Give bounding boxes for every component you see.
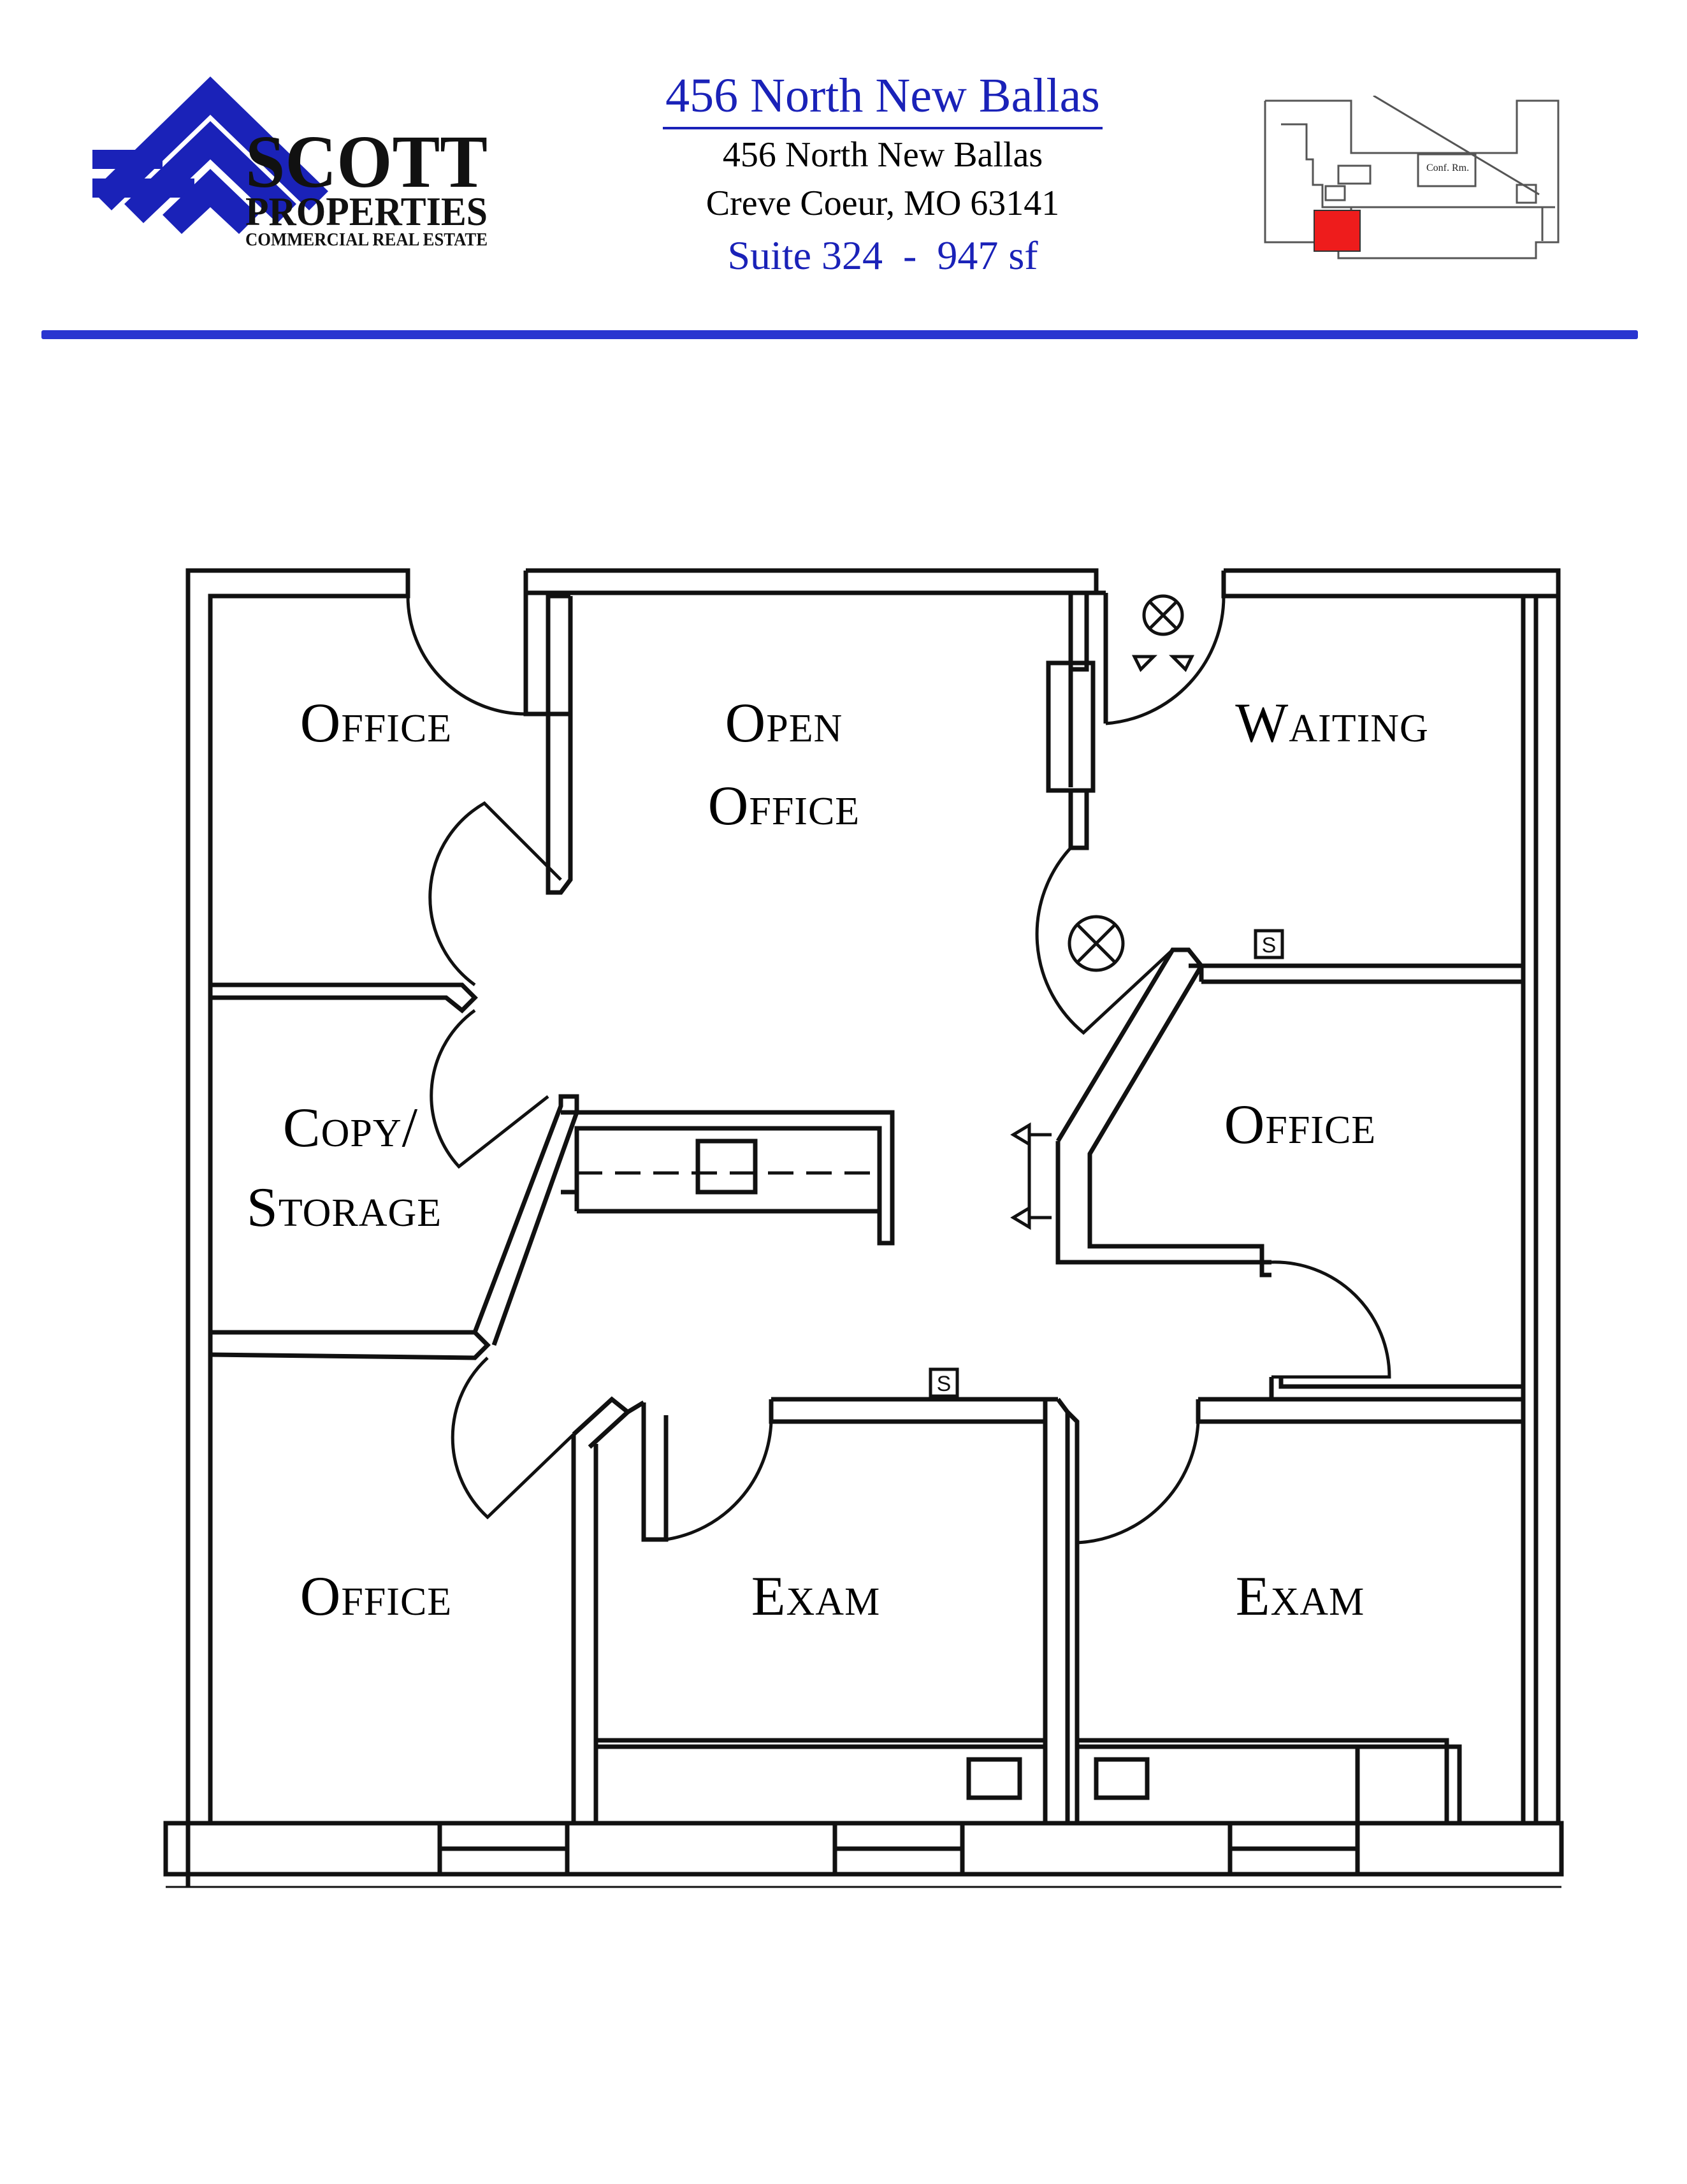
switch-lower <box>929 1367 959 1398</box>
room-label-copy-1: Copy/ <box>282 1097 419 1159</box>
scott-properties-logo: SCOTT PROPERTIES COMMERCIAL REAL ESTATE <box>92 76 488 250</box>
exam-1-counter <box>593 1738 1048 1826</box>
room-label-copy-2: Storage <box>246 1177 442 1239</box>
keyplan-conf-label: Conf. Rm. <box>1426 163 1469 173</box>
room-label-office-bl: Office <box>300 1566 453 1627</box>
wall-exam-divider <box>1043 1397 1070 1826</box>
door-office-tl <box>406 595 526 716</box>
exit-light-icon <box>1142 594 1184 636</box>
door-office-bl <box>451 1357 575 1520</box>
door-exam-2 <box>1076 1421 1200 1545</box>
key-plan: Conf. Rm. <box>1264 96 1560 259</box>
wall-office-tl <box>523 593 573 895</box>
counter <box>561 1110 895 1246</box>
wall-diagonal-left <box>472 1094 579 1346</box>
exam-2-cabinet <box>1355 1744 1462 1826</box>
exam-2-sink <box>1094 1757 1150 1800</box>
speaker-right-icon <box>1168 655 1195 673</box>
wall-office-r <box>1055 947 1271 1278</box>
outlet-upper-icon <box>1010 1122 1031 1147</box>
door-open-office-left <box>428 801 562 987</box>
door-exam-1 <box>665 1421 773 1541</box>
outer-wall-top-right <box>1221 568 1561 599</box>
switch-upper <box>1254 929 1284 959</box>
wall-exam-1 <box>571 1434 598 1826</box>
door-office-r <box>1271 1260 1391 1379</box>
room-label-open-office-2: Office <box>707 775 860 837</box>
room-label-office-tl: Office <box>300 692 453 754</box>
room-label-exam-2: Exam <box>1235 1566 1365 1627</box>
room-label-waiting: Waiting <box>1235 692 1429 754</box>
door-waiting-entry <box>1105 595 1226 725</box>
wall-diagonal-lower <box>572 1396 632 1449</box>
header: 456 North New Ballas 456 North New Balla… <box>548 67 1217 281</box>
street-address: 456 North New Ballas <box>722 135 1043 175</box>
logo-word-properties: PROPERTIES <box>245 189 488 234</box>
logo-chevrons-icon <box>92 76 328 234</box>
outer-wall-top-mid <box>523 568 1099 595</box>
exam-1-sink <box>966 1757 1022 1800</box>
wall-office-copy <box>210 982 478 1014</box>
header-divider <box>41 330 1638 339</box>
exam-2-counter <box>1075 1738 1449 1826</box>
wall-exam-top <box>769 1397 1048 1424</box>
switch-lower-label: S <box>937 1372 952 1396</box>
logo-word-commercial: COMMERCIAL REAL ESTATE <box>245 230 488 250</box>
room-label-office-r: Office <box>1224 1094 1377 1156</box>
counter-sink <box>695 1139 758 1195</box>
light-fixture-icon <box>1068 915 1125 972</box>
room-label-exam-1: Exam <box>751 1566 881 1627</box>
door-waiting-lower <box>1035 847 1174 1035</box>
suite-info: Suite 324 - 947 sf <box>727 233 1038 278</box>
switch-upper-label: S <box>1262 933 1277 957</box>
outlet-lower-icon <box>1010 1205 1031 1230</box>
wall-waiting <box>1068 593 1089 672</box>
room-label-open-office-1: Open <box>725 692 843 754</box>
outer-wall-right <box>1533 596 1561 1826</box>
wall-exam-2-top <box>1196 1397 1526 1424</box>
speaker-left-icon <box>1131 655 1158 673</box>
door-copy-upper <box>430 1008 549 1169</box>
wall-copy-office <box>210 1330 491 1360</box>
city-address: Creve Coeur, MO 63141 <box>706 184 1060 223</box>
property-title: 456 North New Ballas <box>663 67 1103 129</box>
logo-word-scott: SCOTT <box>245 120 488 203</box>
suite-highlight <box>1314 210 1361 252</box>
